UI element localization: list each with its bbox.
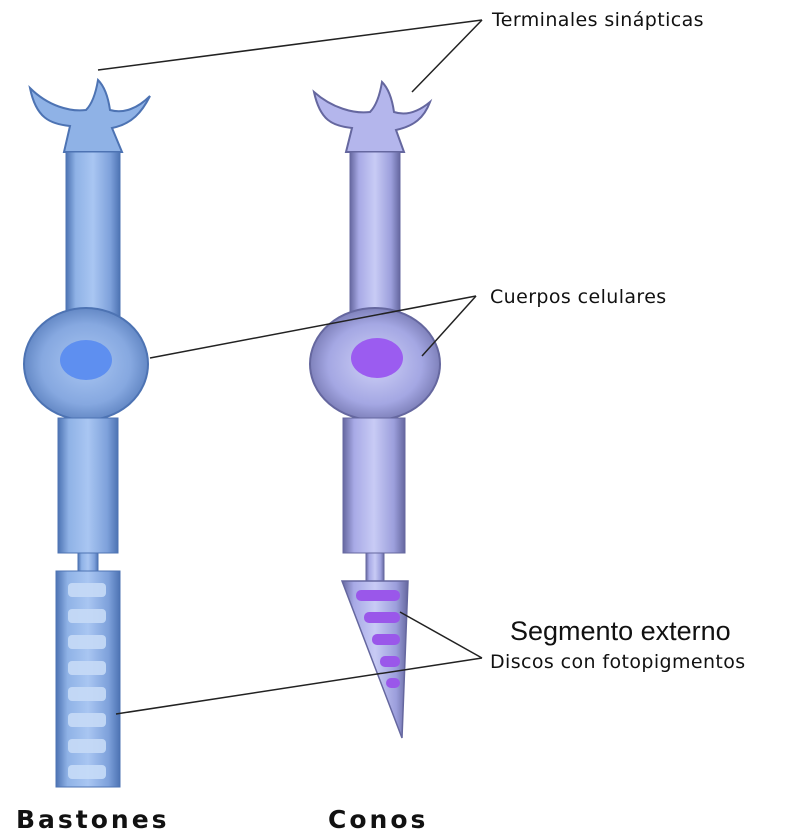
rod-outer-segment <box>56 571 120 787</box>
leader-line <box>400 612 482 658</box>
leader-line <box>98 20 482 70</box>
rod-disc <box>68 583 106 597</box>
rod-nucleus <box>60 340 112 380</box>
rod-disc <box>68 713 106 727</box>
leader-line <box>412 20 482 92</box>
leader-line <box>116 658 482 714</box>
rod-cilium <box>78 553 98 571</box>
rod-disc <box>68 609 106 623</box>
rod-disc <box>68 661 106 675</box>
label-outer-segment: Segmento externo <box>510 616 731 646</box>
label-photopigment-discs: Discos con fotopigmentos <box>490 651 746 673</box>
rod-disc <box>68 739 106 753</box>
cone-nucleus <box>351 338 403 378</box>
cone-disc <box>372 634 400 645</box>
rod-synaptic-terminal <box>30 80 150 152</box>
rods-title: Bastones <box>16 805 170 834</box>
cone-inner-segment <box>343 418 405 553</box>
cone-disc <box>364 612 400 623</box>
cone-disc <box>380 656 400 667</box>
cone-synaptic-terminal <box>314 82 430 152</box>
cone-cell <box>310 82 440 738</box>
label-synaptic-terminals: Terminales sinápticas <box>491 9 704 31</box>
rod-disc <box>68 687 106 701</box>
cone-disc <box>356 590 400 601</box>
label-cell-bodies: Cuerpos celulares <box>490 286 667 308</box>
rod-cell <box>24 80 150 787</box>
cone-cilium <box>366 553 384 581</box>
rod-disc <box>68 635 106 649</box>
cones-title: Conos <box>328 805 428 834</box>
rod-inner-segment <box>58 418 118 553</box>
rod-disc <box>68 765 106 779</box>
cone-disc <box>386 678 400 688</box>
